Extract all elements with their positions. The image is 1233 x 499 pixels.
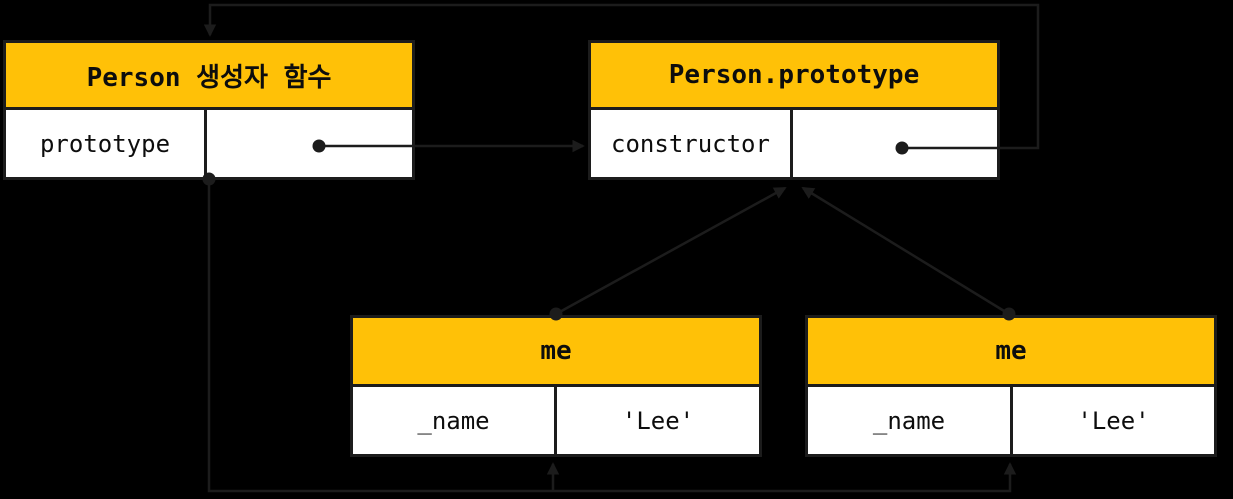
me-right-box: me _name 'Lee' [805,315,1217,457]
person-prototype-row: constructor [591,110,997,177]
me-left-name-key: _name [353,387,557,454]
edge-me-left-proto [555,186,787,316]
me-right-name-key: _name [808,387,1013,454]
person-prototype-box: Person.prototype constructor [588,40,1000,180]
me-right-title: me [808,318,1214,387]
me-left-title: me [353,318,759,387]
person-prototype-key: prototype [6,110,207,177]
me-left-row: _name 'Lee' [353,387,759,454]
me-right-name-value: 'Lee' [1077,406,1150,435]
person-constructor-row: prototype [6,110,412,177]
edge-me-right-proto [801,186,1010,316]
me-right-row: _name 'Lee' [808,387,1214,454]
me-left-name-value: 'Lee' [621,406,695,435]
constructor-key: constructor [591,110,793,177]
person-constructor-box: Person 생성자 함수 prototype [3,40,415,180]
me-left-box: me _name 'Lee' [350,315,762,457]
constructor-value [793,110,997,177]
person-constructor-title: Person 생성자 함수 [6,43,412,110]
person-prototype-title: Person.prototype [591,43,997,110]
person-prototype-value [207,110,412,177]
